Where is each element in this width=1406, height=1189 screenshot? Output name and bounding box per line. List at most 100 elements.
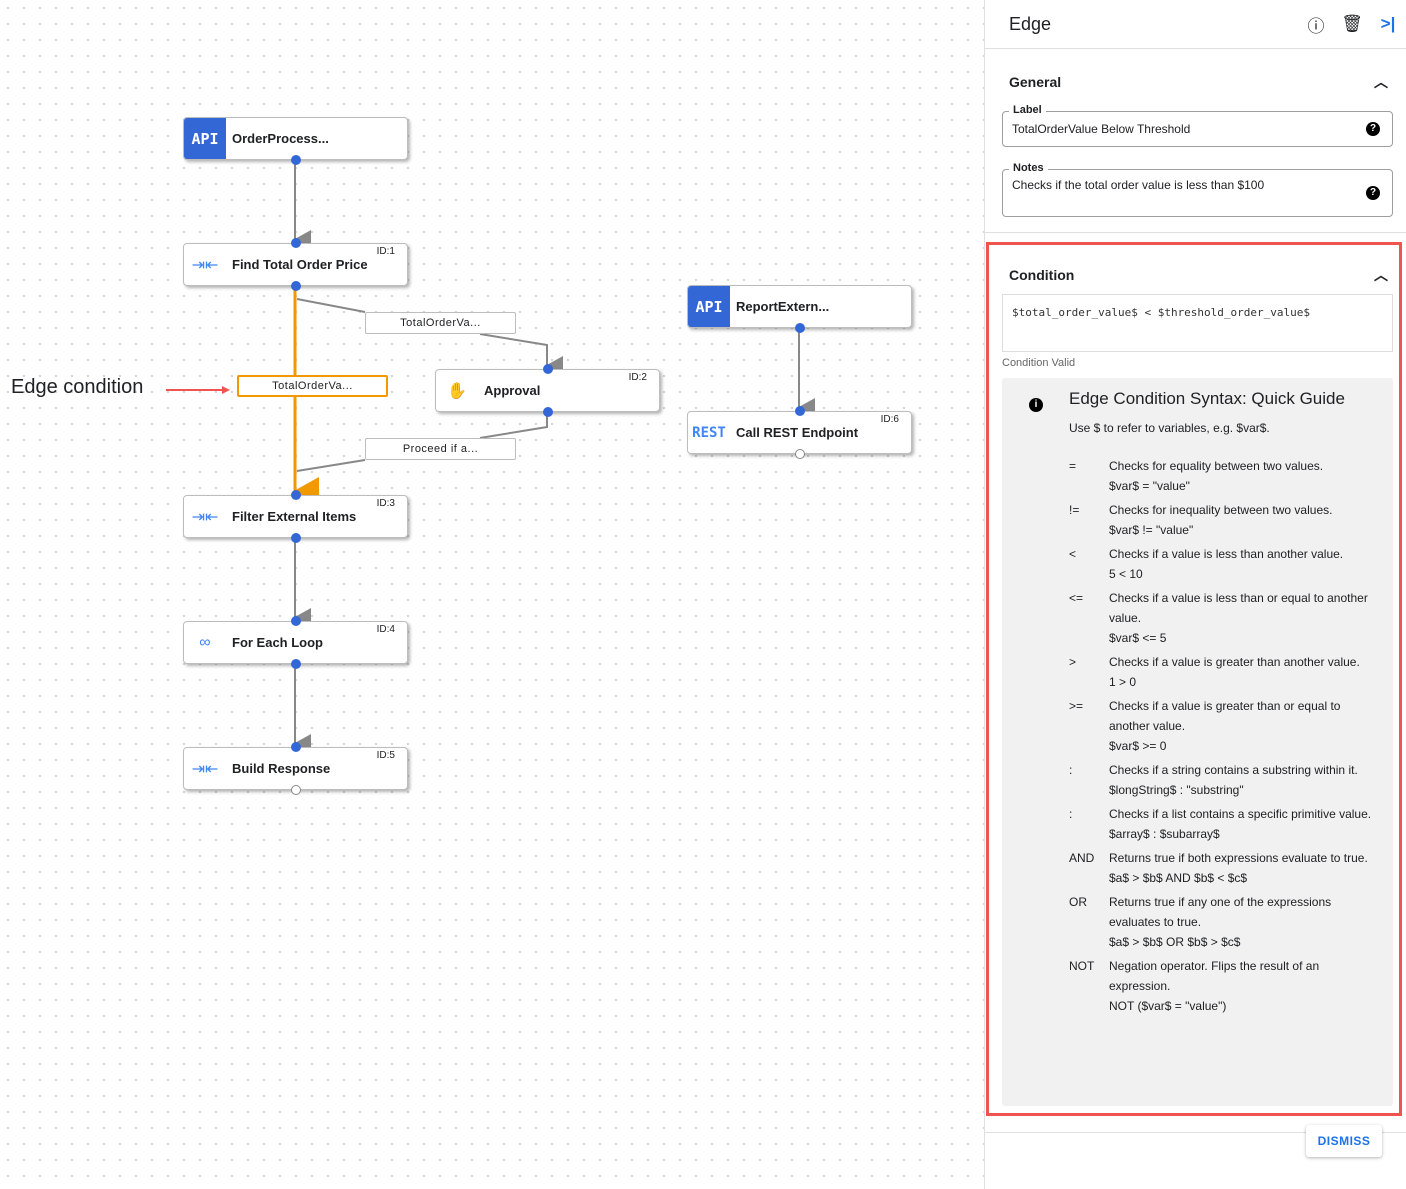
operator-description: Checks for equality between two values. bbox=[1109, 459, 1324, 473]
operator-example: $var$ != "value" bbox=[1109, 523, 1194, 537]
operator-description: Checks if a string contains a substring … bbox=[1109, 763, 1358, 777]
guide-title: Edge Condition Syntax: Quick Guide bbox=[1069, 389, 1345, 408]
highlight-box bbox=[986, 242, 1402, 1116]
node-report-extern[interactable]: API ReportExtern... bbox=[687, 285, 912, 333]
guide-row: :Checks if a list contains a specific pr… bbox=[1069, 804, 1379, 844]
input-port[interactable] bbox=[291, 238, 301, 248]
node-id: ID:2 bbox=[628, 372, 647, 383]
panel-title: Edge bbox=[1009, 13, 1052, 34]
collapse-panel-icon[interactable]: >| bbox=[1380, 14, 1396, 33]
output-port[interactable] bbox=[291, 281, 301, 291]
operator-description: Checks for inequality between two values… bbox=[1109, 503, 1333, 517]
operator: : bbox=[1069, 763, 1073, 777]
node-name: For Each Loop bbox=[232, 635, 323, 650]
node-filter-external-items[interactable]: ⇥⇤ Filter External Items ID:3 bbox=[183, 490, 408, 543]
node-id: ID:3 bbox=[376, 498, 395, 509]
node-name: Filter External Items bbox=[232, 509, 357, 524]
node-name: Call REST Endpoint bbox=[736, 425, 859, 440]
operator-example: 5 < 10 bbox=[1109, 567, 1143, 581]
rest-icon: REST bbox=[692, 424, 726, 441]
condition-input[interactable]: $total_order_value$ < $threshold_order_v… bbox=[1002, 294, 1393, 352]
node-id: ID:1 bbox=[376, 246, 395, 257]
node-call-rest-endpoint[interactable]: REST Call REST Endpoint ID:6 bbox=[687, 406, 912, 459]
node-id: ID:6 bbox=[880, 414, 899, 425]
workflow-canvas[interactable]: Edge condition API OrderProcess... ⇥⇤ Fi… bbox=[0, 0, 984, 1189]
help-icon[interactable]: ? bbox=[1366, 186, 1380, 200]
label-legend: Label bbox=[1009, 104, 1046, 116]
input-port[interactable] bbox=[543, 364, 553, 374]
node-name: Approval bbox=[484, 383, 541, 398]
api-icon: API bbox=[184, 118, 226, 159]
input-port[interactable] bbox=[291, 742, 301, 752]
notes-value[interactable]: Checks if the total order value is less … bbox=[1012, 178, 1265, 192]
guide-row: >= Checks if a value is greater than or e… bbox=[1069, 696, 1379, 756]
guide-row: < Checks if a value is less than another … bbox=[1069, 544, 1379, 584]
notes-field[interactable]: Notes Checks if the total order value is… bbox=[1002, 162, 1393, 217]
operator: >= bbox=[1069, 699, 1084, 713]
node-for-each-loop[interactable]: ∞ For Each Loop ID:4 bbox=[183, 616, 408, 669]
edge-label[interactable]: TotalOrderVa... bbox=[365, 312, 516, 334]
node-id: ID:4 bbox=[376, 624, 395, 635]
edges-layer bbox=[166, 159, 815, 754]
edge-label-selected[interactable]: TotalOrderVa... bbox=[237, 375, 388, 397]
edge[interactable] bbox=[296, 298, 547, 366]
mapper-icon: ⇥⇤ bbox=[191, 508, 219, 526]
operator-description: Returns true if any one of the expressio… bbox=[1109, 895, 1332, 929]
input-port[interactable] bbox=[291, 616, 301, 626]
notes-legend: Notes bbox=[1009, 162, 1048, 174]
input-port[interactable] bbox=[291, 490, 301, 500]
operator: > bbox=[1069, 655, 1077, 669]
node-find-total-order-price[interactable]: ⇥⇤ Find Total Order Price ID:1 bbox=[183, 238, 408, 291]
label-field[interactable]: Label TotalOrderValue Below Threshold ? bbox=[1002, 104, 1393, 147]
node-name: Build Response bbox=[232, 761, 331, 776]
node-approval[interactable]: ✋ Approval ID:2 bbox=[435, 364, 660, 417]
section-title: General bbox=[1009, 74, 1062, 90]
output-port[interactable] bbox=[795, 449, 805, 459]
help-icon[interactable]: ⓘ bbox=[1307, 16, 1325, 36]
output-port[interactable] bbox=[291, 155, 301, 165]
condition-section-header[interactable]: Condition ︿ bbox=[985, 265, 1406, 285]
delete-icon[interactable]: 🗑 bbox=[1341, 14, 1363, 33]
operator-description: Checks if a value is less than another v… bbox=[1109, 547, 1344, 561]
label-value[interactable]: TotalOrderValue Below Threshold bbox=[1012, 122, 1191, 136]
edge-label[interactable]: Proceed if a... bbox=[365, 438, 516, 460]
operator-example: NOT ($var$ = "value") bbox=[1109, 999, 1227, 1013]
operator-description: Negation operator. Flips the result of a… bbox=[1109, 959, 1320, 993]
loop-icon: ∞ bbox=[199, 633, 211, 651]
syntax-guide: i Edge Condition Syntax: Quick Guide Use… bbox=[1002, 378, 1393, 1106]
general-section-header[interactable]: General ︿ bbox=[985, 72, 1406, 92]
output-port[interactable] bbox=[795, 323, 805, 333]
dismiss-button[interactable]: DISMISS bbox=[1306, 1125, 1382, 1157]
mapper-icon: ⇥⇤ bbox=[191, 256, 219, 274]
operator-description: Checks if a value is greater than or equ… bbox=[1109, 699, 1341, 733]
operator: < bbox=[1069, 547, 1077, 561]
operator-example: $longString$ : "substring" bbox=[1109, 783, 1244, 797]
output-port[interactable] bbox=[543, 407, 553, 417]
input-port[interactable] bbox=[795, 406, 805, 416]
chevron-up-icon[interactable]: ︿ bbox=[1374, 267, 1388, 283]
chevron-up-icon[interactable]: ︿ bbox=[1374, 74, 1388, 90]
mapper-icon: ⇥⇤ bbox=[191, 760, 219, 778]
operator-example: $var$ >= 0 bbox=[1109, 739, 1167, 753]
help-icon[interactable]: ? bbox=[1366, 122, 1380, 136]
operator: = bbox=[1069, 459, 1077, 473]
node-order-process[interactable]: API OrderProcess... bbox=[183, 117, 408, 165]
operator: != bbox=[1069, 503, 1080, 517]
operator-example: 1 > 0 bbox=[1109, 675, 1137, 689]
output-port[interactable] bbox=[291, 659, 301, 669]
operator-description: Checks if a value is greater than anothe… bbox=[1109, 655, 1360, 669]
output-port[interactable] bbox=[291, 785, 301, 795]
node-id: ID:5 bbox=[376, 750, 395, 761]
guide-row: <=Checks if a value is less than or equa… bbox=[1069, 588, 1379, 648]
node-name: ReportExtern... bbox=[736, 299, 830, 314]
operator-example: $a$ > $b$ OR $b$ > $c$ bbox=[1109, 935, 1241, 949]
output-port[interactable] bbox=[291, 533, 301, 543]
operator: AND bbox=[1069, 851, 1095, 865]
operator-example: $var$ <= 5 bbox=[1109, 631, 1167, 645]
operator-description: Checks if a list contains a specific pri… bbox=[1109, 807, 1372, 821]
node-build-response[interactable]: ⇥⇤ Build Response ID:5 bbox=[183, 742, 408, 795]
operator-description: Checks if a value is less than or equal … bbox=[1109, 591, 1368, 625]
